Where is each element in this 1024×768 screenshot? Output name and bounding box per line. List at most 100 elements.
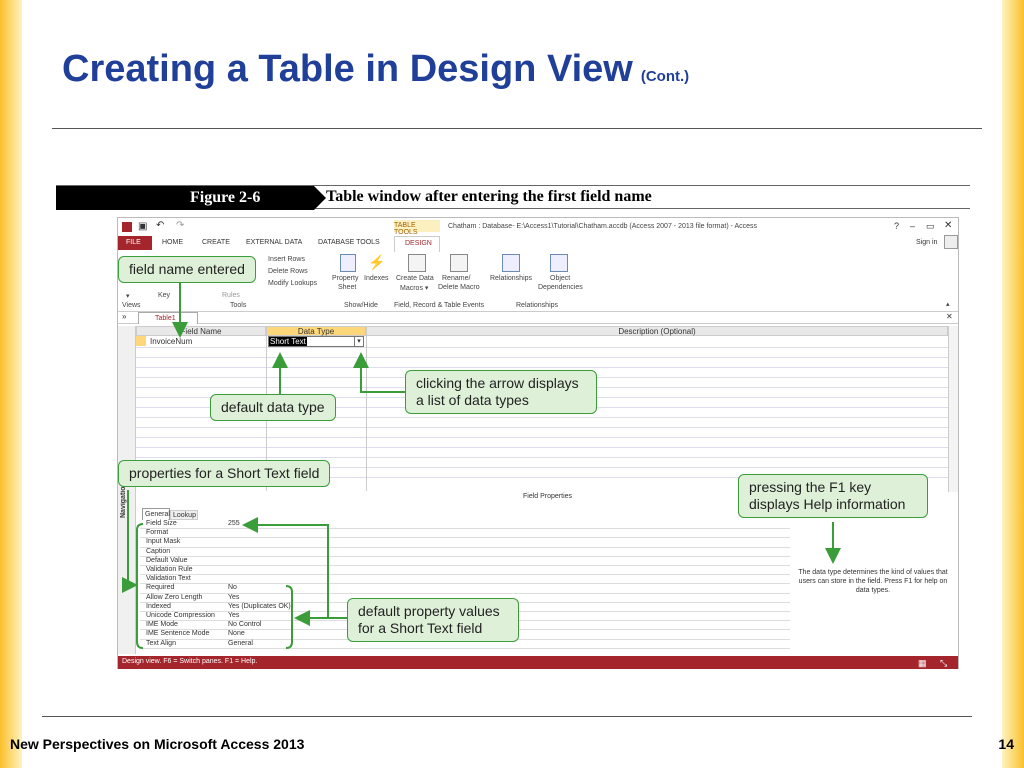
property-name: Field Size	[146, 520, 177, 527]
key-label: Key	[158, 292, 171, 299]
property-row[interactable]: Caption	[140, 548, 790, 557]
property-name: IME Mode	[146, 621, 178, 629]
ribbon: ▾ Key Rules Views Tools Insert Rows Dele…	[118, 252, 958, 312]
property-row[interactable]: Text Align General	[140, 640, 790, 649]
property-value[interactable]: Yes (Duplicates OK)	[228, 602, 291, 610]
property-name: Text Align	[146, 639, 176, 647]
row-selector[interactable]	[136, 336, 146, 346]
help-button[interactable]: ?	[894, 221, 900, 231]
tab-design[interactable]: DESIGN	[394, 236, 440, 252]
property-row[interactable]: Validation Text	[140, 575, 790, 585]
modify-lookups-button[interactable]: Modify Lookups	[268, 280, 318, 287]
help-text: The data type determines the kind of val…	[798, 569, 948, 594]
property-value[interactable]: No Control	[228, 621, 262, 629]
property-value[interactable]: No	[228, 584, 237, 592]
figure-caption: Table window after entering the first fi…	[326, 188, 652, 205]
property-name: Indexed	[146, 602, 171, 610]
document-tab-bar	[118, 312, 958, 324]
property-row[interactable]: Required No	[140, 584, 790, 594]
tools-group-label: Tools	[230, 302, 247, 309]
tab-table1[interactable]: Table1	[138, 312, 198, 324]
insert-rows-button[interactable]: Insert Rows	[268, 256, 305, 263]
tab-create[interactable]: CREATE	[202, 239, 230, 246]
field-properties-label: Field Properties	[523, 493, 573, 500]
figure-header: Figure 2-6 Table window after entering t…	[56, 185, 970, 210]
object-dep-label-2: Dependencies	[538, 284, 583, 291]
status-bar: Design view. F6 = Switch panes. F1 = Hel…	[118, 656, 958, 669]
property-sheet-icon[interactable]	[340, 254, 356, 272]
title-suffix: (Cont.)	[640, 68, 690, 85]
user-avatar-icon[interactable]	[944, 235, 958, 249]
property-value[interactable]: 255	[228, 520, 240, 527]
property-name: Required	[146, 584, 175, 592]
callout-f1: pressing the F1 key displays Help inform…	[738, 474, 928, 518]
relationships-group-label: Relationships	[516, 302, 559, 309]
col-description: Description (Optional)	[366, 326, 948, 336]
property-name: Caption	[146, 547, 171, 555]
property-value[interactable]: Yes	[228, 593, 240, 601]
property-row[interactable]: Field Size 255	[140, 520, 790, 530]
property-row[interactable]: Validation Rule	[140, 566, 790, 576]
footer-book-title: New Perspectives on Microsoft Access 201…	[10, 736, 305, 752]
title-divider	[52, 128, 982, 129]
datasheet-view-icon[interactable]: ▦	[918, 658, 927, 668]
property-name: Format	[146, 529, 169, 537]
property-name: Default Value	[146, 556, 188, 564]
create-data-macros-icon[interactable]	[408, 254, 426, 272]
access-app-icon	[122, 222, 132, 232]
sign-in-link[interactable]: Sign in	[916, 239, 938, 246]
page-number: 14	[998, 736, 1014, 752]
views-group-label: Views	[122, 302, 141, 309]
property-row[interactable]: Input Mask	[140, 538, 790, 548]
callout-defaults: default property values for a Short Text…	[347, 598, 519, 642]
view-dropdown-icon[interactable]: ▾	[126, 293, 130, 300]
property-value[interactable]: None	[228, 630, 245, 638]
grid-scrollbar[interactable]	[948, 326, 958, 492]
create-data-label-2: Macros ▾	[400, 285, 429, 292]
expand-nav-icon[interactable]: »	[122, 312, 127, 321]
close-table-icon[interactable]: ✕	[946, 312, 953, 321]
design-view-icon[interactable]: ⤡	[940, 658, 948, 668]
data-type-dropdown-arrow[interactable]: ▾	[354, 337, 363, 346]
rename-delete-macro-icon[interactable]	[450, 254, 468, 272]
delete-rows-button[interactable]: Delete Rows	[268, 268, 308, 275]
left-decorative-band	[0, 0, 22, 768]
object-dep-label-1: Object	[550, 275, 571, 282]
collapse-ribbon-icon[interactable]: ▴	[946, 301, 950, 308]
property-row[interactable]: Format	[140, 529, 790, 539]
undo-icon[interactable]: ↶	[156, 220, 165, 231]
property-row[interactable]: Default Value	[140, 557, 790, 566]
property-sheet-label-2: Sheet	[338, 284, 357, 291]
tab-file[interactable]: FILE	[118, 236, 152, 250]
redo-icon[interactable]: ↷	[176, 220, 185, 231]
property-value[interactable]: Yes	[228, 612, 240, 619]
relationships-icon[interactable]	[502, 254, 520, 272]
right-decorative-band	[1002, 0, 1024, 768]
property-name: Validation Rule	[146, 566, 193, 573]
figure-label: Figure 2-6	[56, 186, 314, 210]
tab-general[interactable]: General	[142, 508, 170, 520]
property-name: IME Sentence Mode	[146, 630, 210, 638]
tab-external-data[interactable]: EXTERNAL DATA	[246, 239, 303, 246]
restore-button[interactable]: ▭	[926, 221, 935, 231]
callout-field-name: field name entered	[118, 256, 256, 283]
create-data-label-1: Create Data	[396, 275, 434, 282]
object-dependencies-icon[interactable]	[550, 254, 568, 272]
data-type-cell[interactable]: Short Text ▾	[268, 336, 364, 347]
minimize-button[interactable]: –	[910, 221, 916, 231]
field-name-cell[interactable]: InvoiceNum	[150, 337, 193, 346]
tab-home[interactable]: HOME	[162, 239, 183, 246]
property-name: Input Mask	[146, 538, 181, 546]
indexes-label: Indexes	[364, 275, 389, 282]
rules-label: Rules	[222, 292, 240, 299]
property-value[interactable]: General	[228, 639, 253, 647]
tab-database-tools[interactable]: DATABASE TOOLS	[318, 239, 380, 246]
close-button[interactable]: ✕	[944, 220, 953, 231]
tab-lookup[interactable]: Lookup	[170, 510, 198, 520]
data-type-value: Short Text	[269, 337, 307, 346]
field-events-group-label: Field, Record & Table Events	[394, 302, 485, 309]
save-icon[interactable]: ▣	[138, 221, 148, 232]
indexes-icon[interactable]: ⚡	[368, 254, 386, 270]
col-data-type: Data Type	[266, 326, 366, 336]
footer-divider	[42, 716, 972, 717]
